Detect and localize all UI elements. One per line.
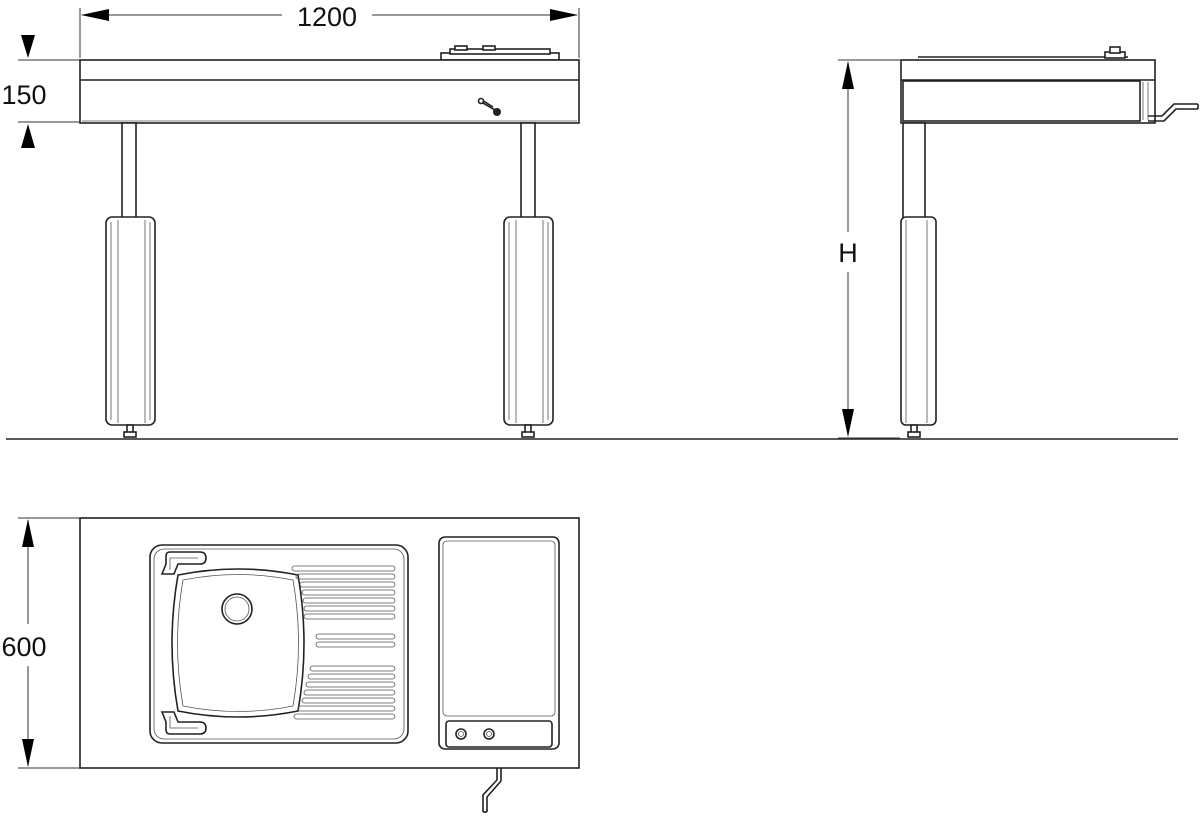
overall-height-dimension: H <box>838 59 900 439</box>
countertop-side <box>900 59 1156 124</box>
countertop-height-dimension: 150 <box>1 35 80 148</box>
depth-dimension: 600 <box>1 517 80 769</box>
hob-plan <box>438 536 560 750</box>
side-elevation: H <box>838 46 1199 439</box>
front-elevation: 1200 150 <box>1 2 580 438</box>
overall-height-label: H <box>838 238 858 268</box>
control-knob-icon <box>455 728 467 740</box>
right-leg <box>503 122 554 438</box>
hob-profile-front <box>440 45 560 61</box>
drainboard <box>291 565 396 720</box>
hob-control-panel <box>445 720 553 748</box>
drain-icon <box>221 593 253 625</box>
countertop-front <box>79 59 580 124</box>
drainboard-ribs-top <box>291 565 396 620</box>
plan-view: 600 <box>1 517 580 813</box>
width-dimension: 1200 <box>79 2 580 58</box>
sink-unit <box>149 544 409 744</box>
drainboard-ribs-bottom <box>293 665 396 720</box>
control-knob-icon <box>483 728 495 740</box>
hob-profile-side <box>918 46 1128 59</box>
drainboard-ribs-middle <box>315 633 396 648</box>
countertop-height-label: 150 <box>1 80 46 110</box>
width-label: 1200 <box>297 2 357 32</box>
crank-handle-front <box>477 97 501 116</box>
left-leg <box>105 122 156 438</box>
side-leg <box>900 122 937 438</box>
depth-label: 600 <box>1 632 46 662</box>
sink-basin <box>171 568 305 718</box>
crank-handle-plan <box>482 768 502 813</box>
crank-handle-side <box>1148 103 1199 122</box>
basin-clips <box>160 551 207 735</box>
countertop-plan <box>79 517 580 769</box>
